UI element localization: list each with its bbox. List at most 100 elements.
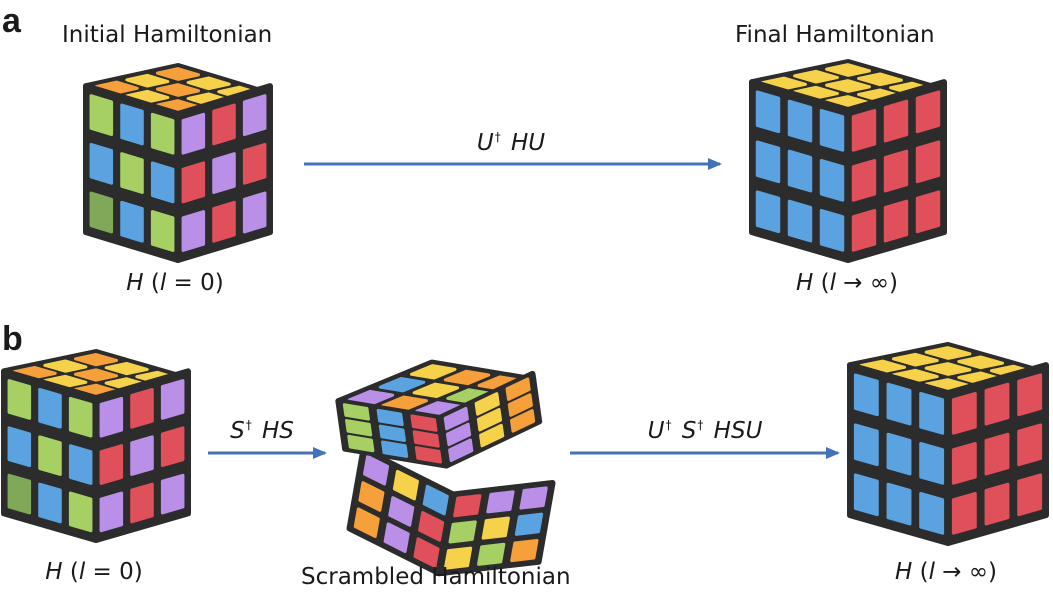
cube-sticker [160, 473, 185, 515]
cube-initial-b [1, 349, 191, 543]
cube-sticker [951, 392, 977, 435]
arrow-label-a: U† HU [476, 130, 546, 156]
cube-sticker [392, 469, 419, 501]
cube-sticker [89, 191, 114, 234]
cube-sticker [73, 368, 119, 382]
cube-sticker [819, 109, 845, 152]
cube-sticker [787, 99, 813, 143]
cube-sticker [505, 377, 531, 401]
cube-sticker [445, 422, 472, 447]
cube-sticker [353, 507, 380, 539]
cube-sticker [409, 364, 457, 380]
cube-sticker [155, 83, 201, 97]
cube-sticker [362, 454, 390, 486]
cube-sticker [130, 387, 154, 429]
cube-sticker [755, 190, 781, 234]
cube-sticker [242, 191, 267, 234]
cube-sticker [519, 486, 548, 510]
cube-sticker [984, 482, 1010, 526]
cube-sticker [453, 494, 482, 518]
cube-sticker [38, 435, 62, 476]
cube-sticker [886, 432, 912, 476]
cube-sticker [99, 444, 124, 485]
cube-sticker [819, 209, 845, 252]
scrambled-hamiltonian-title: Scrambled Hamiltonian [301, 564, 571, 590]
cube-sticker [787, 149, 813, 193]
cube-sticker [413, 537, 440, 568]
cube-sticker [342, 403, 370, 421]
cube-sticker [883, 99, 909, 143]
cube-sticker [883, 149, 909, 193]
cube-sticker [89, 142, 114, 185]
final-h-label-b: H (l → ∞) [894, 559, 998, 585]
cube-sticker [851, 209, 877, 252]
cube-sticker [510, 538, 539, 563]
final-hamiltonian-title: Final Hamiltonian [735, 22, 935, 48]
cube-sticker [99, 491, 124, 533]
arrow-label-b1: S† HS [230, 418, 294, 444]
cube-sticker [825, 79, 871, 93]
cube-sticker [212, 200, 236, 243]
cube-sticker [130, 435, 154, 476]
cube-sticker [43, 359, 88, 373]
cube-sticker [984, 432, 1010, 476]
cube-sticker [915, 90, 941, 134]
cube-sticker [853, 423, 879, 467]
cube-sticker [120, 152, 144, 194]
cube-sticker [242, 94, 267, 137]
cube-sticker [951, 442, 977, 485]
cube-sticker [378, 376, 426, 393]
cube-sticker [181, 210, 206, 252]
cube-sticker [358, 481, 385, 512]
initial-hamiltonian-title: Initial Hamiltonian [62, 22, 273, 48]
cube-sticker [89, 94, 114, 137]
cube-sticker [486, 490, 515, 514]
arrow-label-b2: U† S† HSU [647, 418, 763, 444]
cube-sticker [924, 346, 972, 360]
cube-sticker [414, 446, 442, 464]
cube-initial-a [83, 63, 273, 263]
cube-sticker [984, 382, 1010, 426]
cube-sticker [509, 409, 536, 433]
cube-scrambled-b [335, 359, 556, 577]
cube-sticker [99, 396, 124, 438]
cube-final-a [749, 59, 947, 263]
initial-h-label-b: H (l = 0) [45, 559, 143, 585]
cube-sticker [150, 210, 175, 252]
cube-sticker [160, 379, 185, 420]
cube-sticker [422, 484, 449, 516]
cube-sticker [476, 407, 503, 432]
cube-sticker [125, 73, 170, 88]
cube-sticker [120, 200, 144, 243]
cube-sticker [212, 152, 236, 194]
cube-sticker [448, 520, 477, 544]
cube-sticker [883, 199, 909, 243]
cube-sticker [68, 491, 93, 533]
cube-sticker [957, 355, 1005, 370]
cube-sticker [853, 373, 879, 417]
cube-sticker [474, 392, 500, 416]
cube-sticker [919, 392, 945, 435]
cube-sticker [412, 430, 440, 448]
cube-sticker [951, 492, 977, 535]
cube-sticker [787, 199, 813, 243]
cube-sticker [755, 90, 781, 134]
cube-sticker [378, 424, 406, 443]
cube-sticker [443, 406, 469, 431]
cube-sticker [150, 112, 175, 155]
cube-sticker [857, 72, 903, 87]
cube-sticker [345, 419, 373, 437]
cube-sticker [181, 161, 206, 204]
cube-sticker [919, 442, 945, 485]
cube-sticker [1017, 373, 1043, 417]
cube-sticker [443, 369, 491, 386]
cube-sticker [120, 103, 144, 146]
cube-sticker [38, 482, 62, 524]
cube-sticker [443, 546, 473, 570]
cube-sticker [448, 438, 474, 463]
cube-sticker [755, 140, 781, 184]
cube-sticker [507, 393, 533, 417]
cube-sticker [181, 112, 206, 155]
cube-sticker [915, 190, 941, 234]
